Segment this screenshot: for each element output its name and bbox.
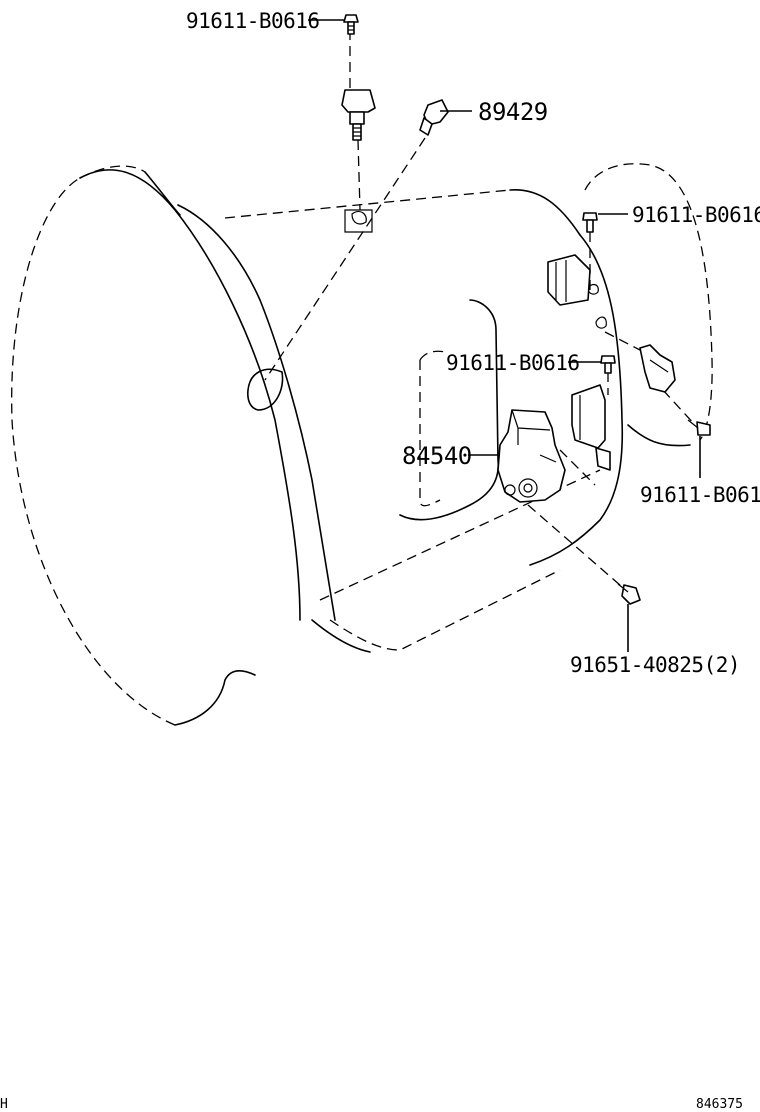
- connector-upper[interactable]: [547, 254, 591, 306]
- bolt-mid[interactable]: [600, 355, 616, 374]
- bolt-right-lower[interactable]: [687, 419, 711, 436]
- sensor-right[interactable]: [639, 344, 676, 393]
- bolt-right-upper[interactable]: [582, 212, 598, 233]
- label-bolt-top: 91611-B0616: [186, 9, 320, 33]
- speed-sensor-top[interactable]: [341, 89, 376, 141]
- footer-left-code: H: [0, 1097, 8, 1112]
- leader-lines: [308, 19, 701, 652]
- bolt-top[interactable]: [343, 14, 359, 35]
- neutral-switch-84540[interactable]: [497, 409, 566, 503]
- label-bolt-right-lower: 91611-B0616: [640, 483, 760, 507]
- label-sensor-top: 89429: [478, 98, 548, 126]
- footer-right-code: 846375: [696, 1097, 743, 1112]
- bracket-plate[interactable]: [571, 384, 611, 471]
- label-bolt-mid: 91611-B0616: [446, 351, 580, 375]
- label-bolt-right-upper: 91611-B0616: [632, 203, 760, 227]
- sensor-89429[interactable]: [419, 99, 449, 136]
- transmission-housing: [11, 163, 713, 726]
- label-switch: 84540: [402, 442, 472, 470]
- bolt-bottom[interactable]: [617, 583, 641, 605]
- label-bolt-bottom: 91651-40825(2): [570, 653, 740, 677]
